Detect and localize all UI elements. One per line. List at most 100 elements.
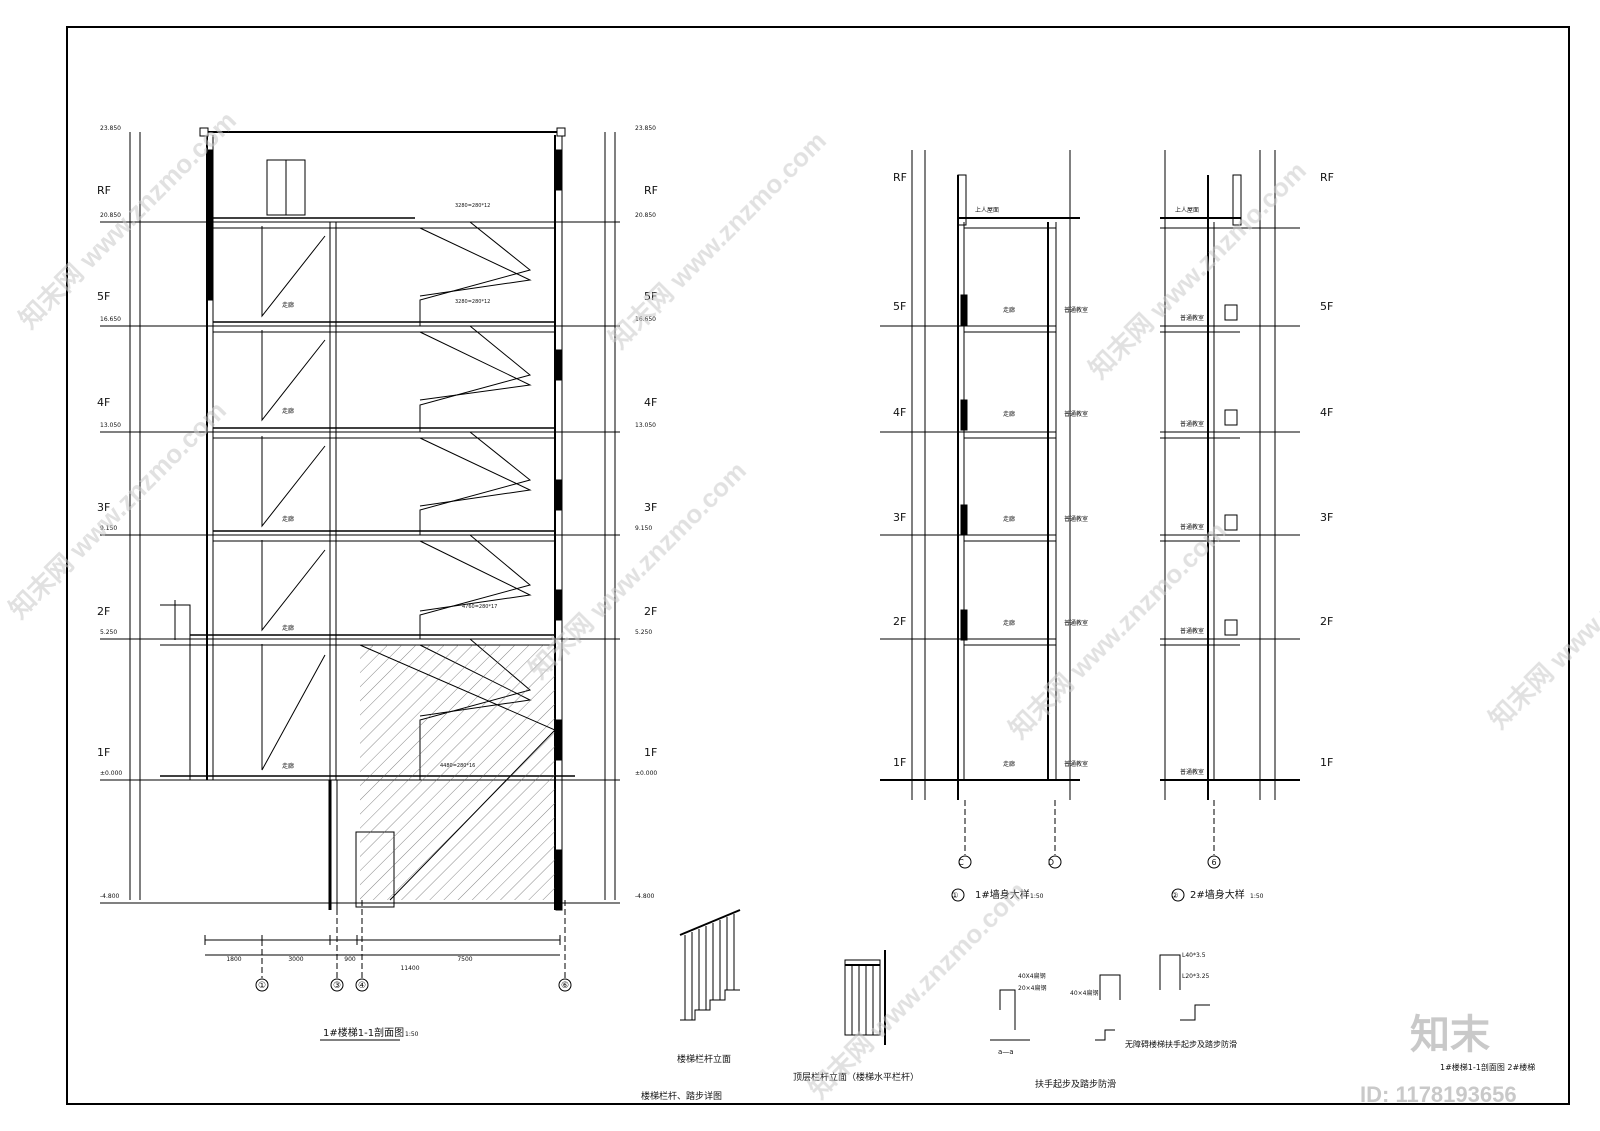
d1-room-5f: 走廊	[1003, 306, 1015, 314]
d2-room-1f: 普通教室	[1180, 768, 1204, 776]
axis-3: ③	[333, 981, 341, 991]
d2-room-5f: 普通教室	[1180, 314, 1204, 322]
d2-floor-2f: 2F	[1320, 615, 1333, 628]
barrier-free-title: 无障碍楼梯扶手起步及踏步防滑	[1125, 1039, 1237, 1049]
wall-detail-1-drawing	[880, 150, 1080, 902]
railing-detail-labels: 楼梯栏杆立面 楼梯栏杆、踏步详图 顶层栏杆立面（楼梯水平栏杆） 扶手起步及踏步防…	[641, 952, 1237, 1102]
elev-0: ±0.000	[100, 770, 122, 777]
stair-note-1: 3280=280*12	[455, 203, 490, 209]
elev-23850: 23.850	[100, 125, 121, 132]
main-axis-labels: ① ③ ④ ⑥	[258, 981, 569, 991]
d1-room-3f: 走廊	[1003, 515, 1015, 523]
floor-rf-right: RF	[644, 184, 658, 197]
floor-5f-right: 5F	[644, 290, 657, 303]
rail-note-2: 20×4扁钢	[1018, 984, 1046, 992]
stair-note-4: 4480=280*16	[440, 763, 475, 769]
elev-5250-r: 5.250	[635, 629, 652, 636]
d2-roof-label: 上人屋面	[1175, 206, 1199, 214]
top-railing-title: 顶层栏杆立面（楼梯水平栏杆）	[793, 1071, 919, 1083]
wall-detail-2-labels: RF 5F 4F 3F 2F 1F 6 ② 2#墙身大样 1:50 上人屋面 普…	[1171, 171, 1334, 901]
d2-floor-4f: 4F	[1320, 406, 1333, 419]
room-label-1f: 走廊	[282, 762, 294, 770]
d1-room2-5f: 普通教室	[1064, 306, 1088, 314]
elev-9150: 9.150	[100, 525, 117, 532]
room-label-2f: 走廊	[282, 624, 294, 632]
d1-room2-1f: 普通教室	[1064, 760, 1088, 768]
d2-room-3f: 普通教室	[1180, 523, 1204, 531]
d2-room-2f: 普通教室	[1180, 627, 1204, 635]
wall-detail-2-drawing	[1160, 150, 1300, 902]
axis-4: ④	[358, 981, 366, 991]
d1-floor-5f: 5F	[893, 300, 906, 313]
floor-3f-right: 3F	[644, 501, 657, 514]
room-label-4f: 走廊	[282, 407, 294, 415]
floor-5f-left: 5F	[97, 290, 110, 303]
logo-text: 知末	[1410, 1013, 1490, 1057]
dim-3000: 3000	[288, 956, 303, 963]
elev-9150-r: 9.150	[635, 525, 652, 532]
d1-room2-3f: 普通教室	[1064, 515, 1088, 523]
id-text: ID: 1178193656	[1360, 1082, 1517, 1107]
d1-room-1f: 走廊	[1003, 760, 1015, 768]
d1-room-4f: 走廊	[1003, 410, 1015, 418]
d1-room-2f: 走廊	[1003, 619, 1015, 627]
d1-floor-3f: 3F	[893, 511, 906, 524]
d1-floor-4f: 4F	[893, 406, 906, 419]
bottom-dimensions: 1800 3000 900 7500 11400	[226, 956, 472, 972]
dim-7500: 7500	[457, 956, 472, 963]
elev-0-r: ±0.000	[635, 770, 657, 777]
elevation-labels-main: 23.850 20.850 16.650 13.050 9.150 5.250 …	[100, 125, 657, 900]
floor-2f-right: 2F	[644, 605, 657, 618]
d1-num: ①	[951, 891, 958, 900]
elev-16650-r: 16.650	[635, 316, 656, 323]
room-label-5f: 走廊	[282, 301, 294, 309]
d2-scale: 1:50	[1250, 893, 1264, 900]
elev-minus4800: -4.800	[100, 893, 120, 900]
floor-1f-right: 1F	[644, 746, 657, 759]
watermark-7: 知末网 www.znzmo.com	[803, 875, 1032, 1104]
rail-note-5: L20*3.25	[1182, 973, 1210, 980]
elev-23850-r: 23.850	[635, 125, 656, 132]
section-aa: a—a	[998, 1048, 1014, 1056]
floor-4f-left: 4F	[97, 396, 110, 409]
d1-axis-d: D	[1048, 858, 1054, 867]
dim-total: 11400	[400, 965, 419, 972]
rail-note-4: L40*3.5	[1182, 952, 1206, 959]
d1-title: 1#墙身大样	[975, 888, 1030, 901]
watermark-5: 知末网 www.znzmo.com	[1083, 155, 1312, 384]
elev-20850: 20.850	[100, 212, 121, 219]
elev-5250: 5.250	[100, 629, 117, 636]
d2-floor-3f: 3F	[1320, 511, 1333, 524]
logo-layer: 知末 ID: 1178193656	[1360, 1013, 1517, 1107]
d2-floor-1f: 1F	[1320, 756, 1333, 769]
elev-20850-r: 20.850	[635, 212, 656, 219]
rail-note-3: 40×4扁钢	[1070, 989, 1098, 997]
floor-1f-left: 1F	[97, 746, 110, 759]
elev-13050: 13.050	[100, 422, 121, 429]
elev-minus4800-r: -4.800	[635, 893, 655, 900]
d2-title: 2#墙身大样	[1190, 888, 1245, 901]
handrail-title: 扶手起步及踏步防滑	[1035, 1078, 1116, 1090]
watermark-8: 知末网 www.znzmo.com	[1483, 505, 1600, 734]
d2-floor-5f: 5F	[1320, 300, 1333, 313]
d1-axis-c: C	[958, 858, 964, 867]
floor-3f-left: 3F	[97, 501, 110, 514]
d2-floor-rf: RF	[1320, 171, 1334, 184]
watermark-layer: 知末网 www.znzmo.com 知末网 www.znzmo.com 知末网 …	[3, 105, 1600, 1104]
stair-notes: 3280=280*12 3280=280*12 4760=280*17 4480…	[440, 203, 497, 769]
sheet-border	[66, 26, 1570, 1105]
d1-scale: 1:50	[1030, 893, 1044, 900]
rail-note-1: 40X4扁钢	[1018, 972, 1046, 980]
axis-6: ⑥	[561, 981, 569, 991]
floor-2f-left: 2F	[97, 605, 110, 618]
d1-floor-rf: RF	[893, 171, 907, 184]
d1-room2-2f: 普通教室	[1064, 619, 1088, 627]
stair-section-drawing	[100, 127, 620, 992]
railing-details-drawing	[679, 909, 1210, 1045]
railing-elev-title: 楼梯栏杆立面	[677, 1053, 731, 1065]
elev-16650: 16.650	[100, 316, 121, 323]
watermark-3: 知末网 www.znzmo.com	[603, 125, 832, 354]
title-block: 1#楼梯1-1剖面图 2#楼梯	[1440, 1062, 1535, 1072]
floor-4f-right: 4F	[644, 396, 657, 409]
